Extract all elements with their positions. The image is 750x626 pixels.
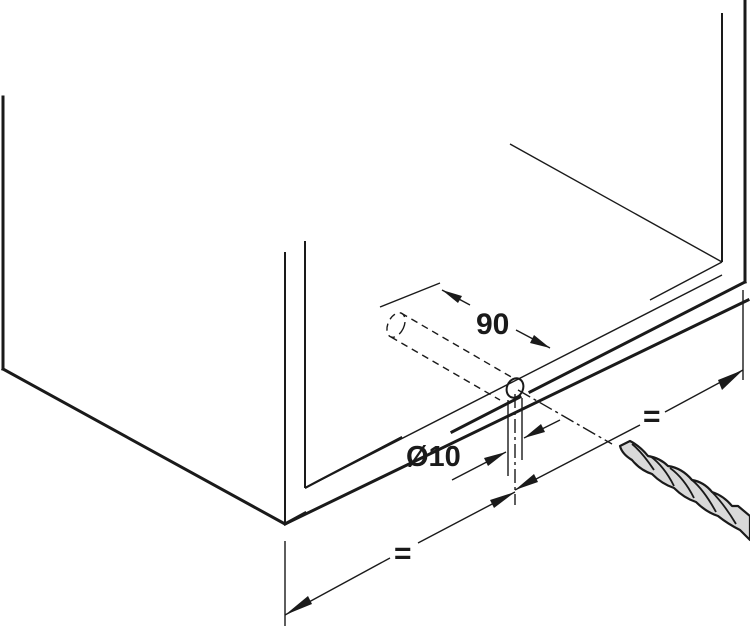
hole-projection-lines — [507, 398, 523, 476]
cabinet-bottom-panel — [282, 274, 750, 527]
dimension-equal-bottom: = — [284, 491, 516, 626]
label-equal-bottom: = — [394, 537, 412, 570]
dowel-hole — [386, 312, 525, 401]
dimension-equal-right: = — [514, 290, 744, 491]
label-equal-right: = — [643, 400, 661, 433]
label-hole-diameter: Ø10 — [406, 441, 461, 473]
label-hole-depth: 90 — [476, 308, 509, 341]
dimension-hole-diameter: Ø10 — [406, 419, 561, 481]
dimension-hole-depth: 90 — [379, 282, 551, 349]
cabinet-front-edges — [284, 241, 319, 524]
centerline — [514, 389, 613, 505]
cabinet-side-panel — [0, 95, 308, 526]
cabinet-back-panel — [509, 0, 747, 301]
drill-bit — [618, 439, 750, 542]
